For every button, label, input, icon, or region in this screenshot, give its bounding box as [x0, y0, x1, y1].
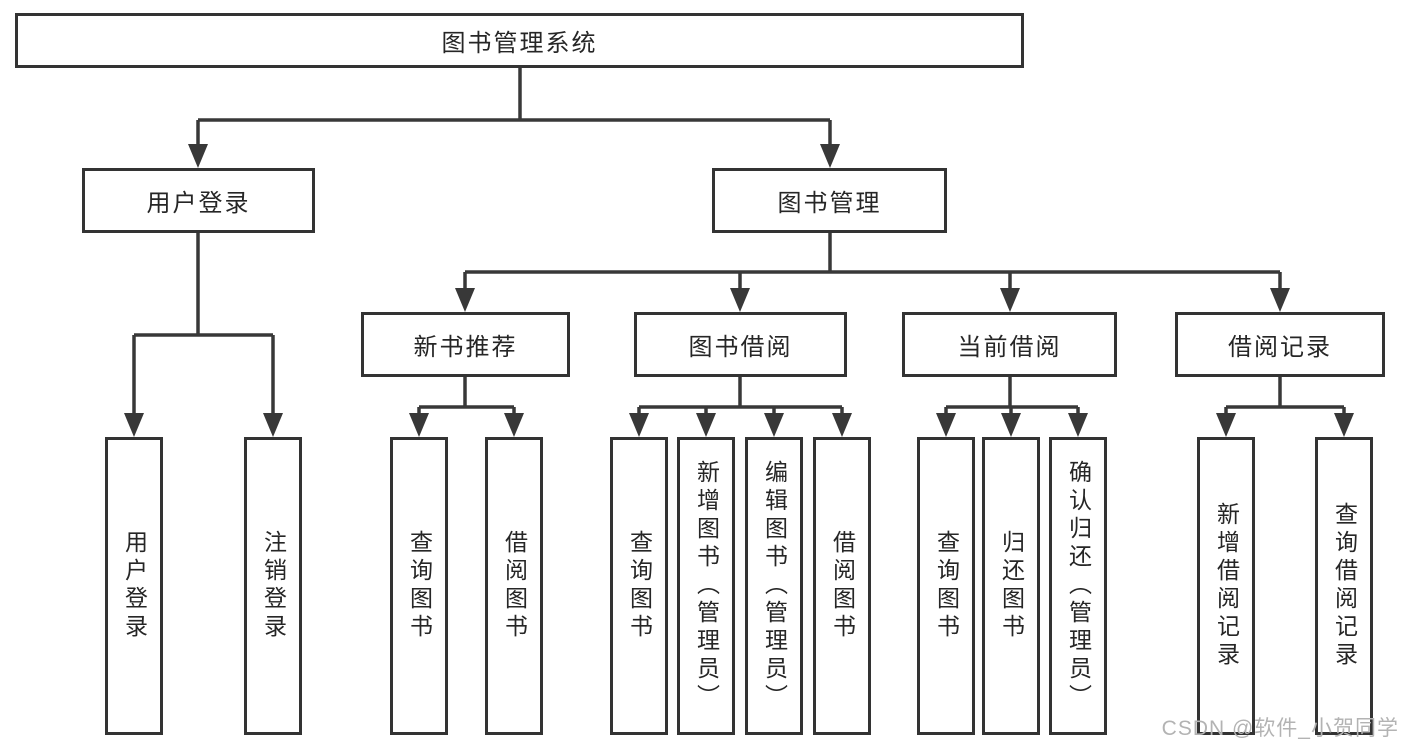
leaf-cb-return-books: 归还图书: [982, 437, 1040, 735]
node-user-login: 用户登录: [82, 168, 315, 233]
node-label: 编辑图书（管理员）: [761, 460, 788, 712]
node-current-borrowing: 当前借阅: [902, 312, 1117, 377]
leaf-rec-query-borrow-record: 查询借阅记录: [1315, 437, 1373, 735]
arrowhead-down-icon: [504, 413, 524, 437]
leaf-cb-confirm-return-admin: 确认归还（管理员）: [1049, 437, 1107, 735]
node-label: 查询图书: [933, 530, 960, 642]
node-label: 借阅图书: [829, 530, 856, 642]
node-book-borrowing: 图书借阅: [634, 312, 847, 377]
node-label: 注销登录: [260, 530, 287, 642]
node-label: 查询图书: [626, 530, 653, 642]
leaf-nb-borrow-books: 借阅图书: [485, 437, 543, 735]
arrowhead-down-icon: [764, 413, 784, 437]
leaf-rec-add-borrow-record: 新增借阅记录: [1197, 437, 1255, 735]
arrowhead-down-icon: [1001, 413, 1021, 437]
arrowhead-down-icon: [1068, 413, 1088, 437]
arrowhead-down-icon: [820, 144, 840, 168]
leaf-logout-login: 注销登录: [244, 437, 302, 735]
leaf-user-login: 用户登录: [105, 437, 163, 735]
leaf-bw-query-books: 查询图书: [610, 437, 668, 735]
arrowhead-down-icon: [124, 413, 144, 437]
node-new-book-recommendation: 新书推荐: [361, 312, 570, 377]
node-label: 当前借阅: [957, 334, 1062, 361]
arrowhead-down-icon: [1334, 413, 1354, 437]
node-label: 借阅记录: [1228, 334, 1332, 361]
node-label: 借阅图书: [501, 530, 528, 642]
arrowhead-down-icon: [263, 413, 283, 437]
arrowhead-down-icon: [1216, 413, 1236, 437]
arrowhead-down-icon: [696, 413, 716, 437]
node-label: 查询借阅记录: [1331, 502, 1358, 670]
leaf-bw-edit-books-admin: 编辑图书（管理员）: [745, 437, 803, 735]
leaf-nb-query-books: 查询图书: [390, 437, 448, 735]
arrowhead-down-icon: [1270, 288, 1290, 312]
arrowhead-down-icon: [188, 144, 208, 168]
leaf-bw-borrow-books: 借阅图书: [813, 437, 871, 735]
arrowhead-down-icon: [1000, 288, 1020, 312]
arrowhead-down-icon: [629, 413, 649, 437]
node-label: 归还图书: [998, 530, 1025, 642]
arrowhead-down-icon: [832, 413, 852, 437]
node-label: 用户登录: [146, 190, 251, 217]
node-label: 图书借阅: [688, 334, 793, 361]
leaf-cb-query-books: 查询图书: [917, 437, 975, 735]
leaf-bw-add-books-admin: 新增图书（管理员）: [677, 437, 735, 735]
node-label: 图书管理: [777, 190, 882, 217]
arrowhead-down-icon: [730, 288, 750, 312]
node-book-management: 图书管理: [712, 168, 947, 233]
node-label: 新增图书（管理员）: [693, 460, 720, 712]
node-label: 确认归还（管理员）: [1065, 460, 1092, 712]
node-label: 用户登录: [121, 530, 148, 642]
arrowhead-down-icon: [936, 413, 956, 437]
watermark: CSDN @软件_小贺同学: [1161, 717, 1399, 740]
node-label: 新增借阅记录: [1213, 502, 1240, 670]
node-label: 查询图书: [406, 530, 433, 642]
node-library-management-system: 图书管理系统: [15, 13, 1024, 68]
node-label: 新书推荐: [413, 334, 518, 361]
node-label: 图书管理系统: [441, 30, 598, 57]
arrowhead-down-icon: [455, 288, 475, 312]
arrowhead-down-icon: [409, 413, 429, 437]
node-borrowing-records: 借阅记录: [1175, 312, 1385, 377]
